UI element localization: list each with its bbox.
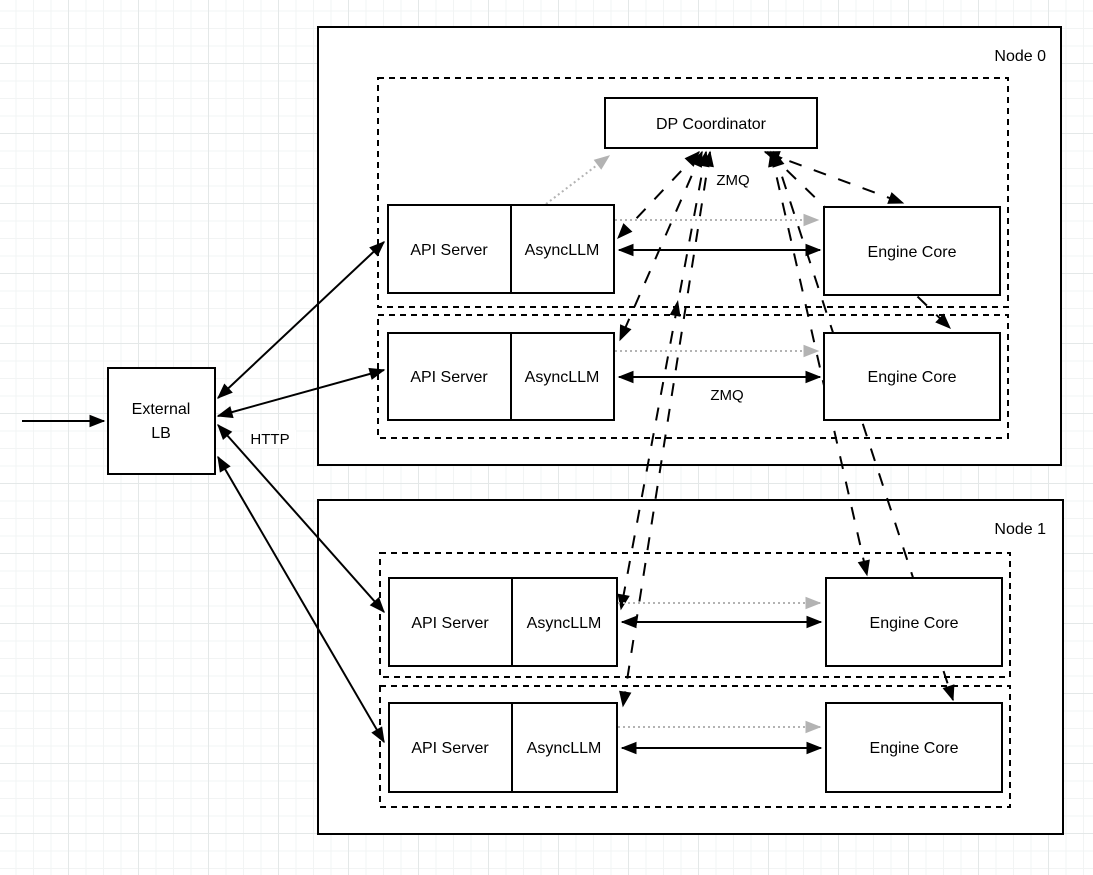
api-server-label-n1r2: API Server: [411, 740, 489, 757]
external-lb-label-line1: External: [132, 401, 191, 418]
api-async-box-n1r2: API Server AsyncLLM: [388, 702, 618, 793]
engine-core-label-n1r2: Engine Core: [870, 740, 959, 757]
dotted-edges: [545, 155, 822, 734]
edge-lb-api-n1r2: [217, 455, 385, 744]
edge-async-dp-dotted: [545, 155, 611, 205]
http-label: HTTP: [250, 431, 289, 448]
external-lb-label-line2: LB: [151, 425, 171, 442]
async-llm-label-n1r2: AsyncLLM: [527, 740, 602, 757]
node1-label: Node 1: [994, 521, 1046, 538]
edge-label-zmq-coordinator: ZMQ: [709, 171, 757, 189]
engine-core-box-n1r2: Engine Core: [825, 702, 1003, 793]
edge-label-http: HTTP: [244, 430, 296, 448]
edge-label-zmq-engine: ZMQ: [703, 386, 751, 404]
engine-core-box-n1r1: Engine Core: [825, 577, 1003, 667]
node1-row2-group: [379, 685, 1011, 808]
dp-coordinator-label: DP Coordinator: [656, 116, 767, 133]
api-server-label-n1r1: API Server: [411, 615, 489, 632]
external-lb-box: External LB: [107, 367, 216, 475]
engine-core-label-n1r1: Engine Core: [870, 615, 959, 632]
api-server-label-n0r1: API Server: [410, 242, 488, 259]
engine-core-label-n0r1: Engine Core: [868, 244, 957, 261]
zmq-edges: [617, 243, 823, 755]
api-async-box-n0r1: API Server AsyncLLM: [387, 204, 615, 294]
engine-core-box-n0r1: Engine Core: [823, 206, 1001, 296]
http-edges: [22, 241, 386, 744]
api-async-box-n1r1: API Server AsyncLLM: [388, 577, 618, 667]
async-llm-label-n0r1: AsyncLLM: [525, 242, 600, 259]
api-async-box-n0r2: API Server AsyncLLM: [387, 332, 615, 421]
zmq-coordinator-label: ZMQ: [716, 172, 749, 189]
zmq-engine-label: ZMQ: [710, 387, 743, 404]
dp-coordinator-box: DP Coordinator: [604, 97, 818, 149]
api-server-label-n0r2: API Server: [410, 369, 488, 386]
engine-core-box-n0r2: Engine Core: [823, 332, 1001, 421]
async-llm-label-n0r2: AsyncLLM: [525, 369, 600, 386]
async-llm-label-n1r1: AsyncLLM: [527, 615, 602, 632]
engine-core-label-n0r2: Engine Core: [868, 369, 957, 386]
edge-lb-api-n0r2: [216, 367, 386, 419]
node0-label: Node 0: [994, 48, 1046, 65]
